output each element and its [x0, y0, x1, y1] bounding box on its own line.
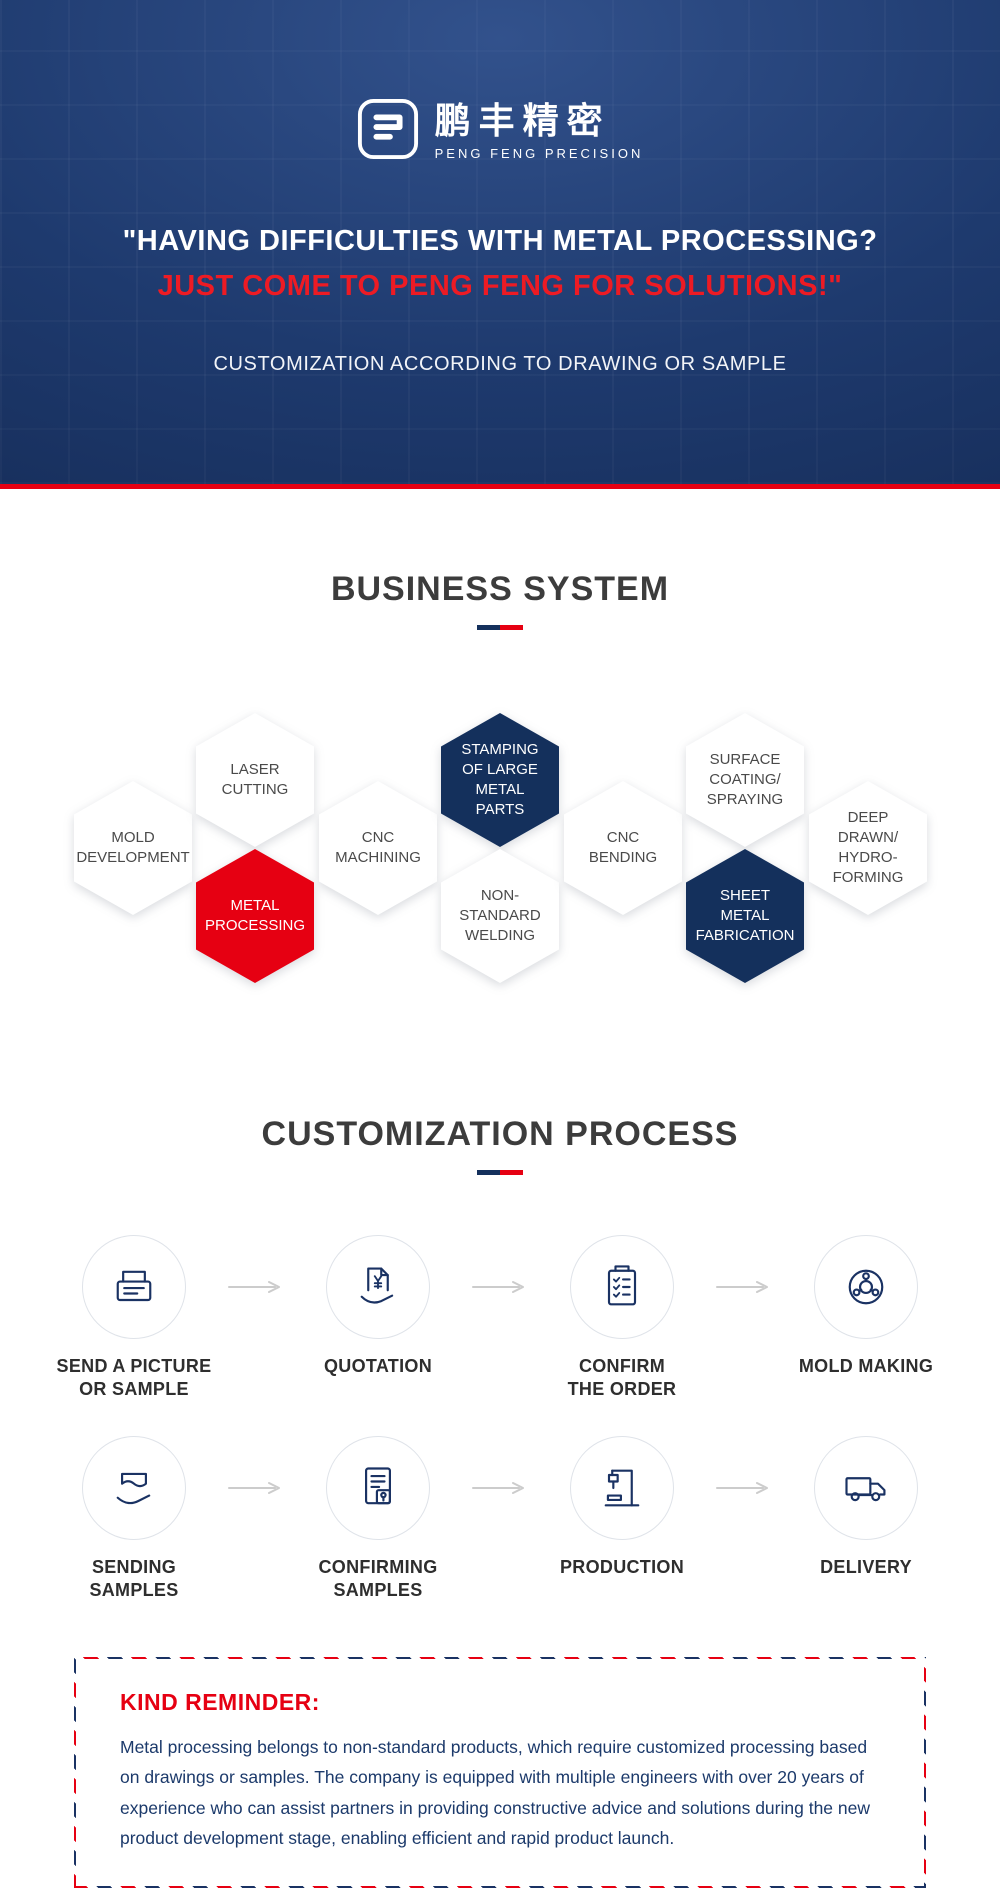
brand-name-en: PENG FENG PRECISION — [434, 145, 644, 161]
hexagon-metal-processing: METAL PROCESSING — [196, 849, 314, 983]
hexagon-label: SURFACE COATING/ SPRAYING — [706, 750, 784, 809]
business-system-section: BUSINESS SYSTEM MOLD DEVELOPMENT LASER C… — [0, 569, 1000, 996]
hexagon-label: STAMPING OF LARGE METAL PARTS — [461, 740, 539, 819]
mold-wheel-icon — [814, 1235, 918, 1339]
step-send-picture-or-sample: SEND A PICTURE OR SAMPLE — [41, 1235, 227, 1402]
brand-logo: 鹏丰精密 PENG FENG PRECISION — [0, 98, 1000, 165]
title-divider — [477, 625, 523, 630]
arrow-right-icon — [471, 1481, 529, 1495]
hexagon-label: CNC MACHINING — [335, 828, 421, 866]
step-label: CONFIRMING SAMPLES — [318, 1556, 438, 1601]
kind-reminder-box: KIND REMINDER: Metal processing belongs … — [74, 1656, 926, 1889]
step-mold-making: MOLD MAKING — [773, 1235, 959, 1378]
arrow-right-icon — [471, 1280, 529, 1294]
customization-process-title: CUSTOMIZATION PROCESS — [261, 1115, 739, 1153]
business-system-title: BUSINESS SYSTEM — [330, 570, 670, 608]
document-seal-icon — [326, 1435, 430, 1540]
hexagon-surface-coating-spraying: SURFACE COATING/ SPRAYING — [686, 713, 804, 847]
process-steps-row-2: SENDING SAMPLES CONFIRMING SAMPLES — [0, 1435, 1000, 1603]
truck-icon — [814, 1435, 918, 1540]
step-label: SEND A PICTURE OR SAMPLE — [56, 1356, 212, 1400]
kind-reminder-title: KIND REMINDER: — [120, 1688, 320, 1715]
step-sending-samples: SENDING SAMPLES — [41, 1435, 227, 1603]
step-label: SENDING SAMPLES — [89, 1556, 179, 1601]
hero-banner: 鹏丰精密 PENG FENG PRECISION "HAVING DIFFICU… — [0, 0, 1000, 489]
hexagon-label: MOLD DEVELOPMENT — [76, 828, 190, 866]
step-label: MOLD MAKING — [798, 1356, 934, 1376]
step-confirming-samples: CONFIRMING SAMPLES — [285, 1435, 471, 1603]
printer-icon — [82, 1235, 186, 1339]
hero-headline-line2: JUST COME TO PENG FENG FOR SOLUTIONS!" — [157, 269, 843, 302]
hexagon-deep-drawn-hydro-forming: DEEP DRAWN/ HYDRO-FORMING — [809, 781, 927, 915]
hand-sample-icon — [82, 1435, 186, 1540]
hexagon-label: METAL PROCESSING — [205, 896, 306, 934]
hexagon-cnc-machining: CNC MACHINING — [319, 781, 437, 915]
brand-logo-icon — [357, 98, 419, 165]
hexagon-stamping-large-metal-parts: STAMPING OF LARGE METAL PARTS — [441, 713, 559, 847]
arrow-right-icon — [715, 1481, 773, 1495]
arrow-right-icon — [715, 1280, 773, 1294]
machine-icon — [570, 1435, 674, 1540]
step-label: PRODUCTION — [560, 1556, 684, 1577]
step-production: PRODUCTION — [529, 1435, 715, 1579]
step-confirm-the-order: CONFIRM THE ORDER — [529, 1235, 715, 1402]
step-quotation: QUOTATION — [285, 1235, 471, 1378]
arrow-right-icon — [227, 1481, 285, 1495]
step-label: CONFIRM THE ORDER — [567, 1356, 677, 1400]
brand-name-cn: 鹏丰精密 — [434, 99, 611, 141]
hexagon-sheet-metal-fabrication: SHEET METAL FABRICATION — [686, 849, 804, 983]
step-label: DELIVERY — [820, 1556, 912, 1577]
customization-process-section: CUSTOMIZATION PROCESS SEND A PICTURE OR … — [0, 1114, 1000, 1603]
step-delivery: DELIVERY — [773, 1435, 959, 1579]
hero-headline: "HAVING DIFFICULTIES WITH METAL PROCESSI… — [0, 219, 1000, 309]
hero-content: 鹏丰精密 PENG FENG PRECISION "HAVING DIFFICU… — [0, 0, 1000, 376]
brand-wordmark: 鹏丰精密 PENG FENG PRECISION — [434, 99, 644, 161]
hexagon-grid: MOLD DEVELOPMENT LASER CUTTING METAL PRO… — [0, 666, 1000, 996]
title-divider — [477, 1170, 523, 1175]
kind-reminder-body: Metal processing belongs to non-standard… — [120, 1736, 871, 1849]
step-label: QUOTATION — [323, 1356, 433, 1376]
hero-headline-line1: "HAVING DIFFICULTIES WITH METAL PROCESSI… — [122, 225, 878, 257]
hero-subtitle: CUSTOMIZATION ACCORDING TO DRAWING OR SA… — [213, 352, 787, 375]
hexagon-label: NON-STANDARD WELDING — [459, 886, 541, 945]
hexagon-label: CNC BENDING — [588, 828, 658, 866]
hexagon-mold-development: MOLD DEVELOPMENT — [74, 781, 192, 915]
arrow-right-icon — [227, 1280, 285, 1294]
hexagon-label: LASER CUTTING — [221, 760, 289, 798]
quotation-icon — [326, 1235, 430, 1339]
hexagon-label: SHEET METAL FABRICATION — [695, 886, 795, 945]
process-steps-row-1: SEND A PICTURE OR SAMPLE QUOTATION — [0, 1235, 1000, 1402]
hexagon-laser-cutting: LASER CUTTING — [196, 713, 314, 847]
hexagon-non-standard-welding: NON-STANDARD WELDING — [441, 849, 559, 983]
hexagon-cnc-bending: CNC BENDING — [564, 781, 682, 915]
clipboard-icon — [570, 1235, 674, 1339]
hexagon-label: DEEP DRAWN/ HYDRO-FORMING — [832, 808, 904, 887]
